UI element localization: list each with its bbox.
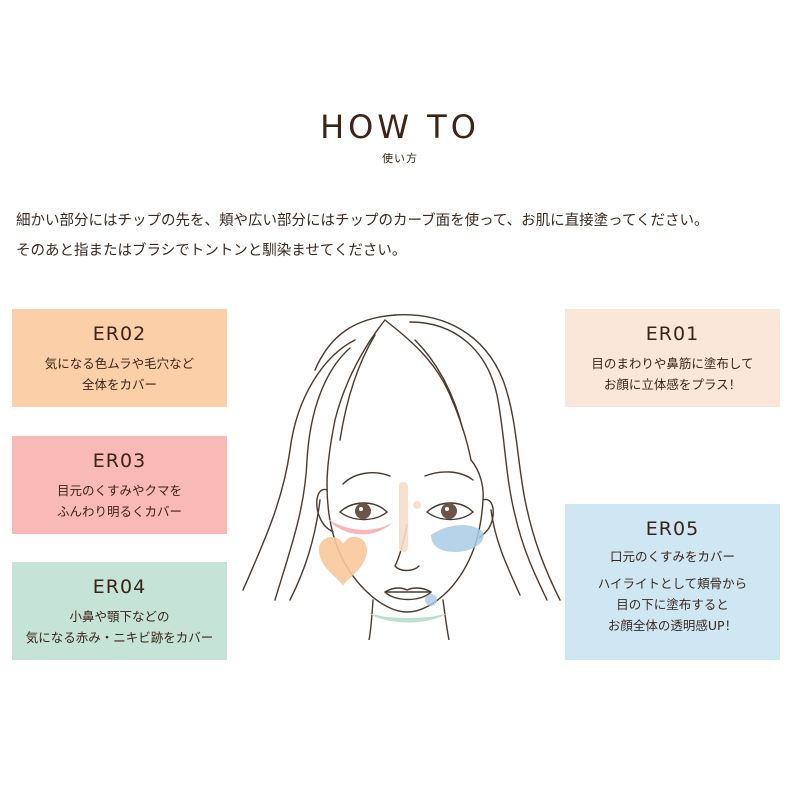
card-er05-line-2: ハイライトとして頬骨から — [597, 576, 748, 591]
intro-line-2: そのあと指またはブラシでトントンと馴染ませてください。 — [16, 243, 407, 259]
card-er03: ER03 目元のくすみやクマを ふんわり明るくカバー — [12, 436, 227, 534]
card-er05-code: ER05 — [645, 518, 700, 540]
card-er05-desc: 口元のくすみをカバー — [565, 546, 780, 567]
card-er02-line-1: 気になる色ムラや毛穴など — [44, 356, 195, 371]
card-er05-line-4: お顔全体の透明感UP！ — [607, 618, 738, 633]
face-illustration-icon — [242, 314, 561, 640]
card-er04: ER04 小鼻や顎下などの 気になる赤み・ニキビ跡をカバー — [12, 562, 227, 660]
card-er01-desc: 目のまわりや鼻筋に塗布して お顔に立体感をプラス！ — [565, 353, 780, 395]
intro-text: 細かい部分にはチップの先を、頬や広い部分にはチップのカーブ面を使って、お肌に直接… — [16, 206, 791, 266]
intro-line-1: 細かい部分にはチップの先を、頬や広い部分にはチップのカーブ面を使って、お肌に直接… — [16, 213, 709, 229]
card-er05-desc-2: ハイライトとして頬骨から 目の下に塗布すると お顔全体の透明感UP！ — [565, 573, 780, 636]
card-er03-line-1: 目元のくすみやクマを — [56, 483, 182, 498]
card-er01-code: ER01 — [645, 323, 700, 345]
card-er01-line-1: 目のまわりや鼻筋に塗布して — [591, 356, 754, 371]
card-er05-line-3: 目の下に塗布すると — [616, 597, 729, 612]
card-er03-line-2: ふんわり明るくカバー — [56, 504, 182, 519]
page-subtitle: 使い方 — [382, 152, 418, 165]
card-er02-desc: 気になる色ムラや毛穴など 全体をカバー — [12, 353, 227, 395]
page-title: HOW TO — [320, 108, 480, 146]
card-er04-line-1: 小鼻や顎下などの — [69, 609, 170, 624]
card-er02-code: ER02 — [92, 323, 147, 345]
card-er04-line-2: 気になる赤み・ニキビ跡をカバー — [25, 630, 214, 645]
card-er03-code: ER03 — [92, 450, 147, 472]
card-er05: ER05 口元のくすみをカバー ハイライトとして頬骨から 目の下に塗布すると お… — [565, 504, 780, 660]
card-er01-line-2: お顔に立体感をプラス！ — [603, 377, 742, 392]
card-er01: ER01 目のまわりや鼻筋に塗布して お顔に立体感をプラス！ — [565, 309, 780, 407]
card-er02: ER02 気になる色ムラや毛穴など 全体をカバー — [12, 309, 227, 407]
card-er04-code: ER04 — [92, 576, 147, 598]
card-er02-line-2: 全体をカバー — [81, 377, 157, 392]
card-er03-desc: 目元のくすみやクマを ふんわり明るくカバー — [12, 480, 227, 522]
card-er05-line-1: 口元のくすみをカバー — [609, 549, 735, 564]
card-er04-desc: 小鼻や顎下などの 気になる赤み・ニキビ跡をカバー — [12, 606, 227, 648]
